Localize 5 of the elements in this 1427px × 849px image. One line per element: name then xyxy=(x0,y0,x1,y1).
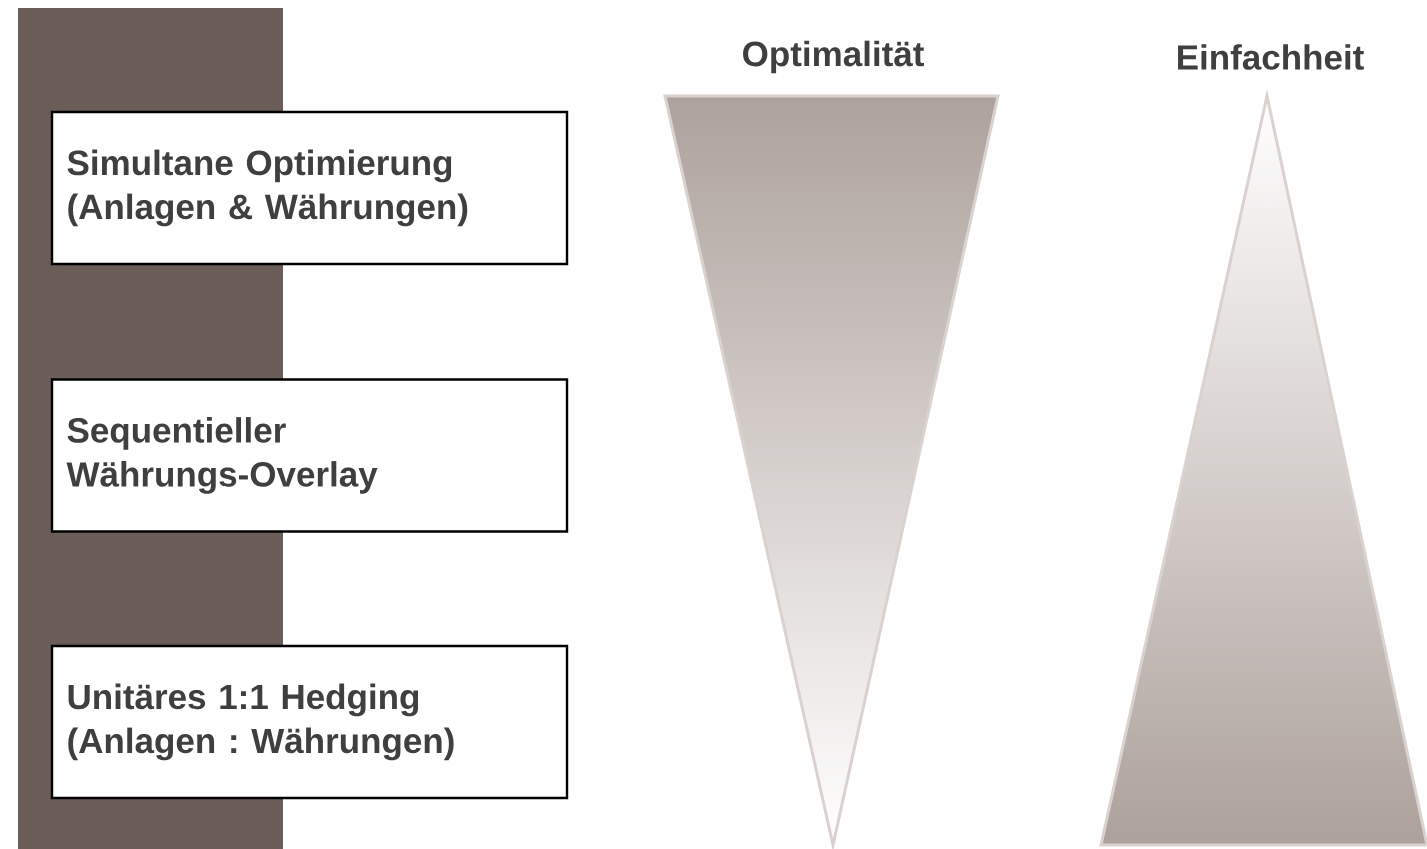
text-box: Sequentieller Währungs-Overlay xyxy=(50,378,569,533)
triangle-title: Einfachheit xyxy=(1178,44,1364,70)
text-box: Unitäres 1:1 Hedging (Anlagen : Währungen) xyxy=(50,644,569,800)
text-box: Simultane Optimierung (Anlagen & Währungen) xyxy=(50,110,569,266)
triangle-title: Optimalität xyxy=(743,40,924,74)
